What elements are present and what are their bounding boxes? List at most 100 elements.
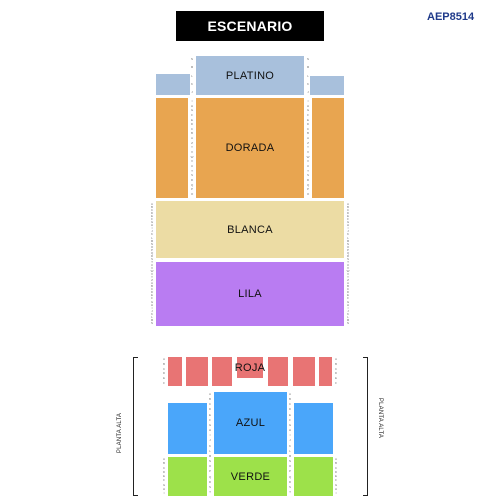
row-letter: Q (306, 182, 310, 187)
section-roja-box[interactable] (168, 357, 182, 386)
section-verde-right[interactable] (294, 457, 333, 496)
row-letter: J (209, 438, 211, 443)
row-letter: R (306, 177, 310, 182)
row-letter: H (346, 302, 350, 307)
row-letter: H (150, 302, 154, 307)
row-letter: A (208, 392, 211, 396)
row-letter: F (209, 417, 211, 422)
section-roja-box[interactable] (293, 357, 315, 386)
section-blanca[interactable]: BLANCA (156, 201, 344, 258)
row-letter: S (346, 256, 349, 261)
row-letter: H (288, 428, 292, 433)
row-letter: G (306, 108, 310, 113)
section-dorada-right[interactable] (312, 98, 344, 198)
row-letter: X (346, 272, 349, 277)
row-letter: K (150, 232, 153, 237)
row-letter: O (190, 191, 194, 196)
row-letter: N (346, 320, 350, 325)
row-letter: L (151, 235, 153, 240)
row-letter: Y (306, 145, 309, 150)
row-letter: I (347, 305, 349, 310)
row-letter: A (190, 136, 193, 141)
row-letter: F (151, 217, 153, 222)
section-verde-left[interactable] (168, 457, 207, 496)
stage-label: ESCENARIO (207, 18, 293, 34)
section-roja-box[interactable] (319, 357, 332, 386)
row-letter: N (150, 241, 154, 246)
row-letter: D (150, 211, 154, 216)
row-letter: J (191, 90, 193, 94)
row-letter: W (190, 154, 194, 159)
row-letter: V (150, 265, 153, 270)
row-letter: M (346, 238, 350, 243)
row-letter: E (306, 117, 309, 122)
row-letter: E (150, 214, 153, 219)
section-platino-side-left[interactable] (156, 74, 190, 95)
row-letter: P (208, 469, 211, 474)
row-letter: Q (150, 250, 154, 255)
row-letter: Z (347, 278, 349, 283)
row-letter: S (150, 256, 153, 261)
section-roja-box[interactable] (212, 357, 232, 386)
row-letter: D (346, 211, 350, 216)
row-letter: M (190, 65, 194, 70)
section-roja-box[interactable] (186, 357, 208, 386)
section-roja-center[interactable] (237, 357, 263, 378)
row-letter: N (208, 459, 212, 464)
row-letter: C (346, 208, 350, 213)
section-verde-center[interactable]: VERDE (214, 457, 287, 496)
row-letter: Q (288, 474, 292, 479)
section-platino-side-right[interactable] (310, 76, 344, 95)
section-dorada-center[interactable]: DORADA (196, 98, 304, 198)
row-letter: F (163, 478, 165, 483)
section-label-roja: ROJA (234, 362, 266, 374)
row-letter: G (150, 299, 154, 304)
row-letter: X (150, 272, 153, 277)
section-azul-center[interactable]: AZUL (214, 392, 287, 454)
row-letter: D (162, 371, 166, 376)
venue-code: AEP8514 (427, 11, 475, 23)
bracket-left (133, 357, 138, 496)
row-letter: A (150, 281, 153, 286)
row-letter: J (151, 308, 153, 313)
section-dorada-left[interactable] (156, 98, 188, 198)
row-letter: D (162, 469, 166, 474)
row-letter: R (288, 479, 292, 484)
section-label-verde: VERDE (230, 470, 271, 483)
row-letter: K (288, 443, 291, 448)
row-letter: G (346, 220, 350, 225)
row-letter: C (162, 366, 166, 371)
section-roja-box[interactable] (268, 357, 288, 386)
section-azul-left[interactable] (168, 403, 207, 454)
section-platino-center[interactable]: PLATINO (196, 56, 304, 95)
section-lila[interactable]: LILA (156, 262, 344, 326)
row-letter: P (288, 469, 291, 474)
section-azul-right[interactable] (294, 403, 333, 454)
row-letter: T (289, 489, 291, 494)
row-letter: F (307, 112, 309, 117)
row-letter: D (334, 469, 338, 474)
row-letter: D (306, 122, 310, 127)
section-label-lila: LILA (238, 288, 262, 300)
row-letter: B (150, 205, 153, 210)
row-letter: A (346, 202, 349, 206)
row-letter: A (306, 136, 309, 141)
row-letter: R (208, 479, 212, 484)
row-letter: A (162, 457, 165, 461)
row-letter: E (208, 412, 211, 417)
row-letter: D (334, 371, 338, 376)
row-letter: H (150, 223, 154, 228)
row-letter: B (288, 397, 291, 402)
row-letter: O (208, 464, 212, 469)
row-letter: M (150, 238, 154, 243)
row-letter: L (307, 73, 309, 78)
row-letter: Z (307, 140, 309, 145)
row-letter: D (150, 290, 154, 295)
row-letter: B (346, 205, 349, 210)
